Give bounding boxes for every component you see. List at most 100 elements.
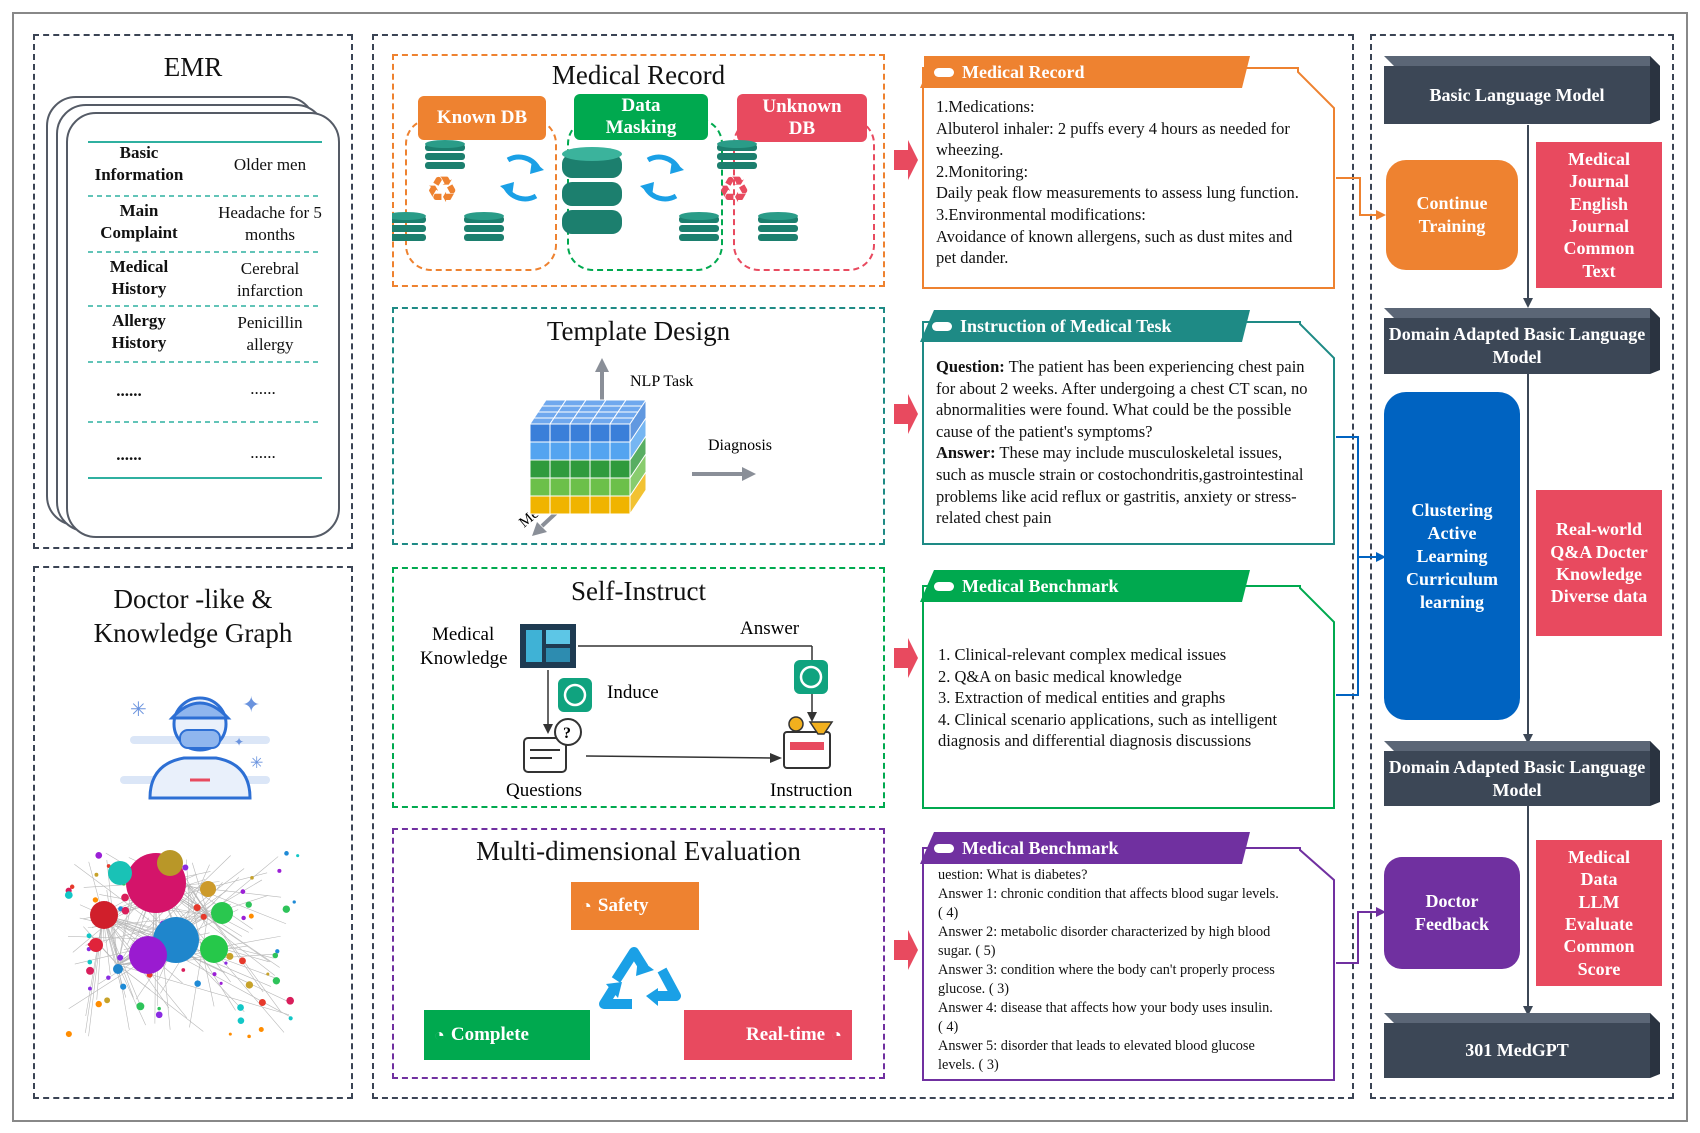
graph-edge bbox=[85, 914, 104, 1017]
cube-illustration: NLP Task Diagnosis Medical bbox=[516, 358, 772, 536]
graph-node bbox=[88, 986, 92, 991]
benchmark-card: 1. Clinical-relevant complex medical iss… bbox=[926, 644, 1338, 752]
template-design-title: Template Design bbox=[546, 316, 731, 346]
card-line: Answer 3: condition where the body can't… bbox=[938, 962, 1275, 978]
emr-row-value: ...... bbox=[250, 443, 276, 462]
analytics-icon: ◔ bbox=[831, 1025, 842, 1045]
card-line: ( 4) bbox=[938, 1019, 959, 1035]
emr-title: EMR bbox=[163, 52, 223, 82]
graph-edge bbox=[187, 879, 206, 886]
card-line: Avoidance of known allergens, such as du… bbox=[936, 226, 1293, 246]
answer-label: Answer: bbox=[936, 443, 996, 463]
graph-edge bbox=[187, 884, 264, 993]
database-icon bbox=[562, 147, 622, 234]
graph-node bbox=[182, 864, 189, 871]
card-outlines bbox=[920, 56, 1335, 1081]
card-tag-label: Medical Record bbox=[962, 62, 1085, 82]
basic-model-box: Basic Language Model bbox=[1384, 66, 1650, 124]
card-line: ( 4) bbox=[938, 905, 959, 921]
emr-panel bbox=[33, 34, 353, 549]
graph-node bbox=[272, 952, 279, 959]
arrowhead bbox=[640, 182, 654, 196]
graph-node bbox=[296, 854, 300, 858]
graph-node bbox=[219, 981, 223, 985]
safety-badge: ◔ Safety bbox=[571, 882, 699, 930]
graph-node bbox=[136, 1002, 145, 1011]
graph-node bbox=[275, 949, 280, 954]
card-line: diagnosis and differential diagnosis dis… bbox=[938, 731, 1252, 751]
card-tag-benchmark: Medical Benchmark bbox=[920, 569, 1118, 603]
graph-node bbox=[258, 1026, 264, 1032]
graph-node bbox=[95, 851, 103, 859]
graph-edge bbox=[102, 914, 291, 1018]
graph-node bbox=[121, 906, 130, 915]
recycle-icon: ♻ bbox=[718, 170, 750, 210]
card-tag-label: Instruction of Medical Tesk bbox=[960, 316, 1172, 336]
card-line: 2.Monitoring: bbox=[936, 161, 1029, 181]
graph-node bbox=[95, 1000, 102, 1008]
template-design-section bbox=[392, 307, 885, 545]
graph-node bbox=[277, 868, 282, 873]
graph-node bbox=[89, 938, 103, 952]
known-db-label: Known DB bbox=[418, 96, 546, 140]
database-icon bbox=[679, 212, 719, 241]
self-instruct-title: Self-Instruct bbox=[571, 576, 706, 606]
emr-row-label: Medical History bbox=[109, 257, 169, 298]
clustering-box: Clustering Active Learning Curriculum le… bbox=[1384, 392, 1520, 720]
questions-label: Questions bbox=[506, 780, 582, 801]
database-icon bbox=[464, 212, 504, 241]
svg-text:✳: ✳ bbox=[130, 699, 147, 721]
graph-node bbox=[113, 964, 123, 974]
realtime-label: Real-time bbox=[745, 1024, 826, 1045]
card-tag-instruction: Instruction of Medical Tesk bbox=[918, 309, 1172, 343]
pipeline-panel bbox=[1370, 34, 1674, 1099]
outer-frame bbox=[12, 12, 1688, 1122]
graph-node bbox=[104, 997, 111, 1004]
card-line: 3. Extraction of medical entities and gr… bbox=[938, 688, 1226, 708]
medical-record-section bbox=[392, 54, 885, 287]
complete-label: Complete bbox=[450, 1024, 529, 1045]
graph-node bbox=[157, 1006, 161, 1011]
domain-model-box-1: Domain Adapted Basic Language Model bbox=[1384, 318, 1650, 374]
graph-node bbox=[284, 851, 289, 856]
self-instruct-flow: Medical Knowledge Answer Induce ? Questi… bbox=[420, 618, 853, 801]
database-icon bbox=[717, 140, 757, 169]
svg-text:✦: ✦ bbox=[242, 692, 260, 717]
graph-edge bbox=[85, 914, 104, 1033]
graph-node bbox=[121, 893, 129, 902]
graph-node bbox=[181, 968, 186, 972]
graph-node bbox=[157, 850, 183, 876]
graph-node bbox=[200, 881, 216, 897]
emr-row-label: Main Complaint bbox=[100, 201, 178, 242]
axis-diagnosis-label: Diagnosis bbox=[708, 437, 772, 454]
card-line: Answer 5: disorder that leads to elevate… bbox=[938, 1038, 1255, 1054]
knowledge-title-line2: Knowledge Graph bbox=[93, 618, 293, 648]
card-line: 2. Q&A on basic medical knowledge bbox=[938, 666, 1182, 686]
graph-node bbox=[286, 996, 295, 1005]
graph-node bbox=[224, 961, 228, 965]
card-tag-label: Medical Benchmark bbox=[962, 838, 1119, 858]
medical-knowledge-label: Medical bbox=[432, 624, 494, 645]
question-label: Question: bbox=[936, 357, 1005, 376]
emr-row-label: ...... bbox=[116, 381, 142, 400]
graph-node bbox=[86, 933, 92, 939]
graph-node bbox=[237, 1004, 244, 1011]
final-model-box: 301 MedGPT bbox=[1384, 1023, 1650, 1078]
graph-node bbox=[106, 975, 111, 980]
graph-node bbox=[250, 876, 254, 880]
graph-node bbox=[272, 977, 281, 985]
graph-node bbox=[120, 983, 127, 990]
graph-node bbox=[90, 901, 118, 929]
safety-label: Safety bbox=[597, 895, 649, 916]
emr-row-value: ...... bbox=[250, 379, 276, 398]
graph-node bbox=[194, 980, 201, 987]
card-line: Answer 1: chronic condition that affects… bbox=[938, 886, 1279, 902]
middle-panel bbox=[372, 34, 1354, 1099]
graph-node bbox=[86, 966, 94, 975]
graph-node bbox=[239, 957, 246, 965]
svg-text:✦: ✦ bbox=[234, 735, 244, 749]
emr-row-value: Older men bbox=[233, 155, 307, 174]
database-icon bbox=[392, 212, 426, 241]
card-line: wheezing. bbox=[936, 140, 1004, 160]
